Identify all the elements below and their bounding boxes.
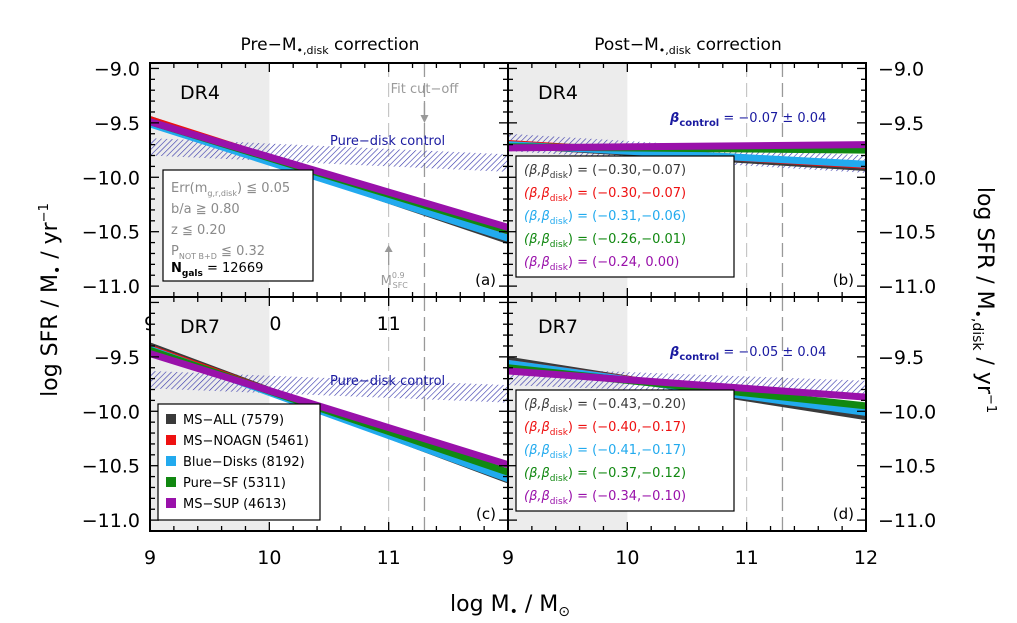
right-y-tick-label: −10.0 (878, 401, 936, 423)
panel-label-b: DR4 (538, 82, 578, 104)
right-y-tick-label: −11.0 (878, 276, 936, 298)
sample-legend-box (157, 403, 321, 521)
y-axis-title-left: log SFR / M• / yr−1 (37, 203, 66, 397)
legend-swatch-ms-all (166, 414, 176, 424)
selection-criterion: Err(mg,r,disk) ≦ 0.05 (171, 181, 290, 198)
x-tick-label: 10 (257, 547, 281, 569)
legend-swatch-pure-sf (166, 477, 176, 487)
beta-legend-box (515, 389, 735, 512)
svg-text:log SFR / M•,disk / yr−1: log SFR / M•,disk / yr−1 (969, 187, 998, 413)
right-y-tick-label: −11.0 (878, 510, 936, 532)
panel-b: DR4 (b) βcontrol = −0.07 ± 0.04 (β,βdisk) =… (507, 62, 867, 298)
panel-frame (507, 296, 867, 532)
series-line-ms-sup (508, 367, 866, 401)
beta-entry-blue-disks: (β,βdisk) = (−0.31,−0.06) (524, 209, 686, 227)
x-tick-label: 12 (854, 547, 878, 569)
y-axis-title-right: log SFR / M•,disk / yr−1 (969, 187, 998, 413)
beta-entry-ms-all: (β,βdisk) = (−0.30,−0.07) (524, 163, 686, 181)
y-tick-label: −10.5 (82, 222, 140, 244)
left-column-title: Pre−M•,disk correction (241, 35, 420, 57)
legend-label-pure-sf: Pure−SF (5311) (183, 476, 286, 491)
selection-box (162, 169, 314, 282)
panel-label-d: DR7 (538, 316, 578, 338)
legend-swatch-ms-noagn (166, 435, 176, 445)
y-tick-label: −11.0 (82, 276, 140, 298)
pure-disk-control-label: Pure−disk control (330, 134, 445, 149)
legend-swatch-ms-sup (166, 498, 176, 508)
beta-entry-ms-noagn: (β,βdisk) = (−0.30,−0.07) (524, 186, 686, 204)
selection-criterion: z ≦ 0.20 (171, 223, 226, 238)
legend-label-ms-all: MS−ALL (7579) (183, 413, 284, 428)
y-tick-label: −9.5 (94, 347, 140, 369)
panel-tag-a: (a) (475, 271, 496, 289)
beta-entry-ms-noagn: (β,βdisk) = (−0.40,−0.17) (524, 420, 686, 438)
x-tick-label: 9 (144, 547, 156, 569)
right-column-title: Post−M•,disk correction (594, 35, 781, 57)
pure-disk-control-label: Pure−disk control (330, 374, 445, 389)
x-tick-label: 11 (735, 547, 759, 569)
right-y-tick-label: −10.5 (878, 222, 936, 244)
y-tick-label: −10.5 (82, 456, 140, 478)
ngals-label: Ngals = 12669 (171, 261, 263, 279)
svg-text:log SFR / M• / yr−1: log SFR / M• / yr−1 (37, 203, 66, 397)
panel-tag-b: (b) (833, 271, 854, 289)
series-line-ms-sup (508, 141, 866, 152)
x-tick-label: 9 (502, 547, 514, 569)
beta-entry-blue-disks: (β,βdisk) = (−0.41,−0.17) (524, 443, 686, 461)
beta-entry-ms-sup: (β,βdisk) = (−0.24, 0.00) (524, 255, 679, 273)
right-y-tick-label: −10.0 (878, 167, 936, 189)
x-tick-label: 10 (615, 547, 639, 569)
y-tick-label: −9.5 (94, 113, 140, 135)
series-line-ms-sup (150, 118, 508, 231)
panel-tag-d: (d) (833, 505, 854, 523)
legend-label-blue-disks: Blue−Disks (8192) (183, 455, 305, 470)
x-axis-title: log M• / M⊙ (450, 592, 570, 620)
legend-label-ms-noagn: MS−NOAGN (5461) (183, 434, 309, 449)
beta-entry-pure-sf: (β,βdisk) = (−0.37,−0.12) (524, 466, 686, 484)
beta-entry-ms-all: (β,βdisk) = (−0.43,−0.20) (524, 397, 686, 415)
y-tick-label: −10.0 (82, 167, 140, 189)
beta-entry-ms-sup: (β,βdisk) = (−0.34,−0.10) (524, 489, 686, 507)
selection-criterion: PNOT B+D ≦ 0.32 (171, 244, 265, 261)
right-y-tick-label: −9.0 (878, 58, 924, 80)
msfc-arrowhead (384, 245, 393, 252)
panel-c: DR7 (c) −9.5 −10.0 −10.5 −11.09 10 11 (82, 296, 509, 569)
svg-text:log M• / M⊙: log M• / M⊙ (450, 592, 570, 620)
beta-legend-box (515, 155, 735, 278)
y-tick-label: −11.0 (82, 510, 140, 532)
panel-label-c: DR7 (180, 316, 220, 338)
y-tick-label: −9.0 (94, 58, 140, 80)
series-line-ms-sup (150, 350, 508, 468)
legend-swatch-blue-disks (166, 456, 176, 466)
panel-d: DR7 (d) 9 10 11 12 βcontrol = −0.05 ± 0.04 (β,β… (502, 296, 878, 569)
y-tick-label: −10.0 (82, 401, 140, 423)
panel-tag-c: (c) (476, 505, 496, 523)
selection-criterion: b/a ≧ 0.80 (171, 202, 240, 217)
x-tick-label: 11 (377, 547, 401, 569)
panel-label-a: DR4 (180, 82, 220, 104)
right-y-tick-label: −9.5 (878, 113, 924, 135)
legend-label-ms-sup: MS−SUP (4613) (183, 497, 286, 512)
right-y-tick-label: −9.5 (878, 347, 924, 369)
beta-control-label: βcontrol = −0.07 ± 0.04 (669, 111, 826, 129)
beta-entry-pure-sf: (β,βdisk) = (−0.26,−0.01) (524, 232, 686, 250)
beta-control-label: βcontrol = −0.05 ± 0.04 (669, 345, 826, 363)
fit-cutoff-label: Fit cut−off (391, 82, 460, 97)
fit-cutoff-arrowhead (420, 115, 429, 123)
right-y-tick-label: −10.5 (878, 456, 936, 478)
